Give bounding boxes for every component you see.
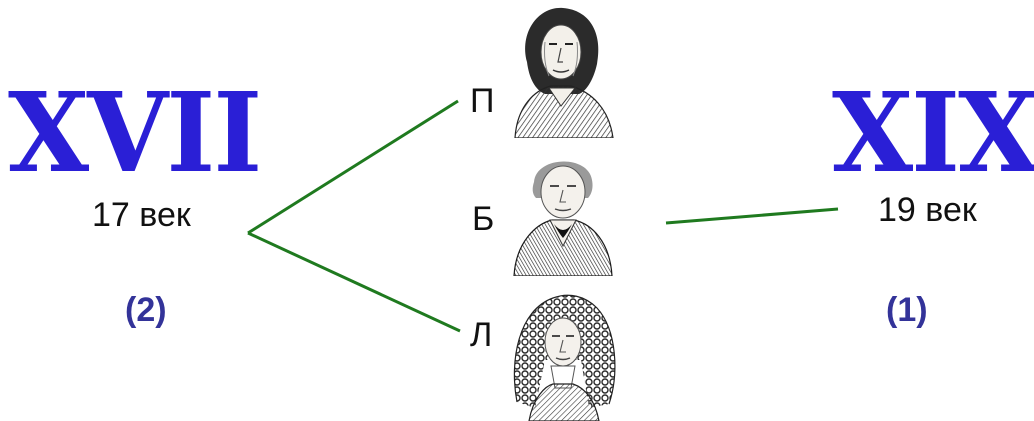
count-label-19: (1): [886, 291, 928, 329]
century-label-17: 17 век: [92, 196, 191, 234]
roman-numeral-17: XVII: [8, 68, 262, 197]
portrait-engraving-icon: [513, 161, 613, 276]
person-letter-l: Л: [470, 316, 493, 354]
connector-17-to-p: [247, 99, 459, 235]
connector-17-to-l: [247, 231, 461, 333]
century-label-19: 19 век: [878, 191, 977, 229]
portrait-engraving-icon: [513, 294, 616, 421]
portrait-engraving-icon: [514, 7, 614, 138]
person-letter-b: Б: [472, 200, 495, 238]
count-label-17: (2): [125, 291, 167, 329]
connector-19-to-b: [665, 207, 839, 225]
roman-numeral-19: XIX: [832, 68, 1034, 197]
person-letter-p: П: [470, 82, 495, 120]
